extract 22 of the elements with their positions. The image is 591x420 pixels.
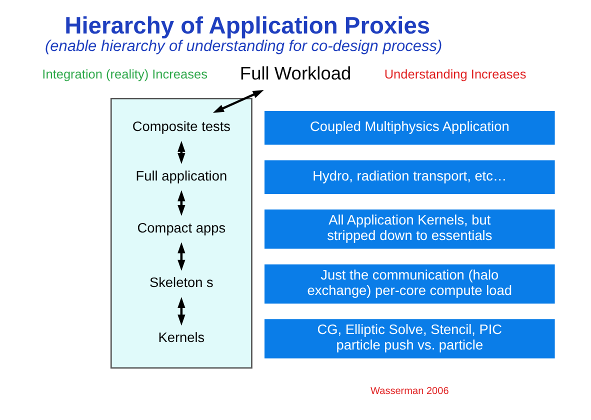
node-box: Coupled Multiphysics Application bbox=[264, 110, 554, 145]
node-text: Skeleton s bbox=[148, 275, 213, 290]
label: Understanding Increases bbox=[384, 66, 526, 82]
diagram-title: Hierarchy of Application Proxies bbox=[64, 14, 430, 40]
label: Wasserman 2006 bbox=[370, 386, 448, 398]
arrow bbox=[212, 90, 264, 113]
caption: (enable hierarchy of understanding for co-design process) bbox=[44, 38, 442, 55]
arrow bbox=[177, 140, 185, 164]
node-text: Full application bbox=[135, 168, 227, 184]
node-text: Kernels bbox=[158, 330, 204, 345]
node-box: Just the communication (halo exchange) per-core compute load bbox=[264, 264, 554, 304]
label: Integration (reality) Increases bbox=[42, 66, 207, 82]
node-text: Full Workload bbox=[239, 62, 351, 84]
arrow bbox=[177, 190, 185, 216]
node-box: Hydro, radiation transport, etc… bbox=[264, 160, 554, 194]
node-text: Compact apps bbox=[136, 220, 226, 236]
arrow bbox=[177, 242, 185, 271]
node-box: CG, Elliptic Solve, Stencil, PIC particle push vs. particle bbox=[264, 319, 554, 358]
node-text: Composite tests bbox=[132, 119, 230, 134]
arrow bbox=[177, 297, 185, 326]
cluster bbox=[110, 98, 252, 369]
node-box: All Application Kernels, but stripped down to essentials bbox=[264, 210, 554, 249]
